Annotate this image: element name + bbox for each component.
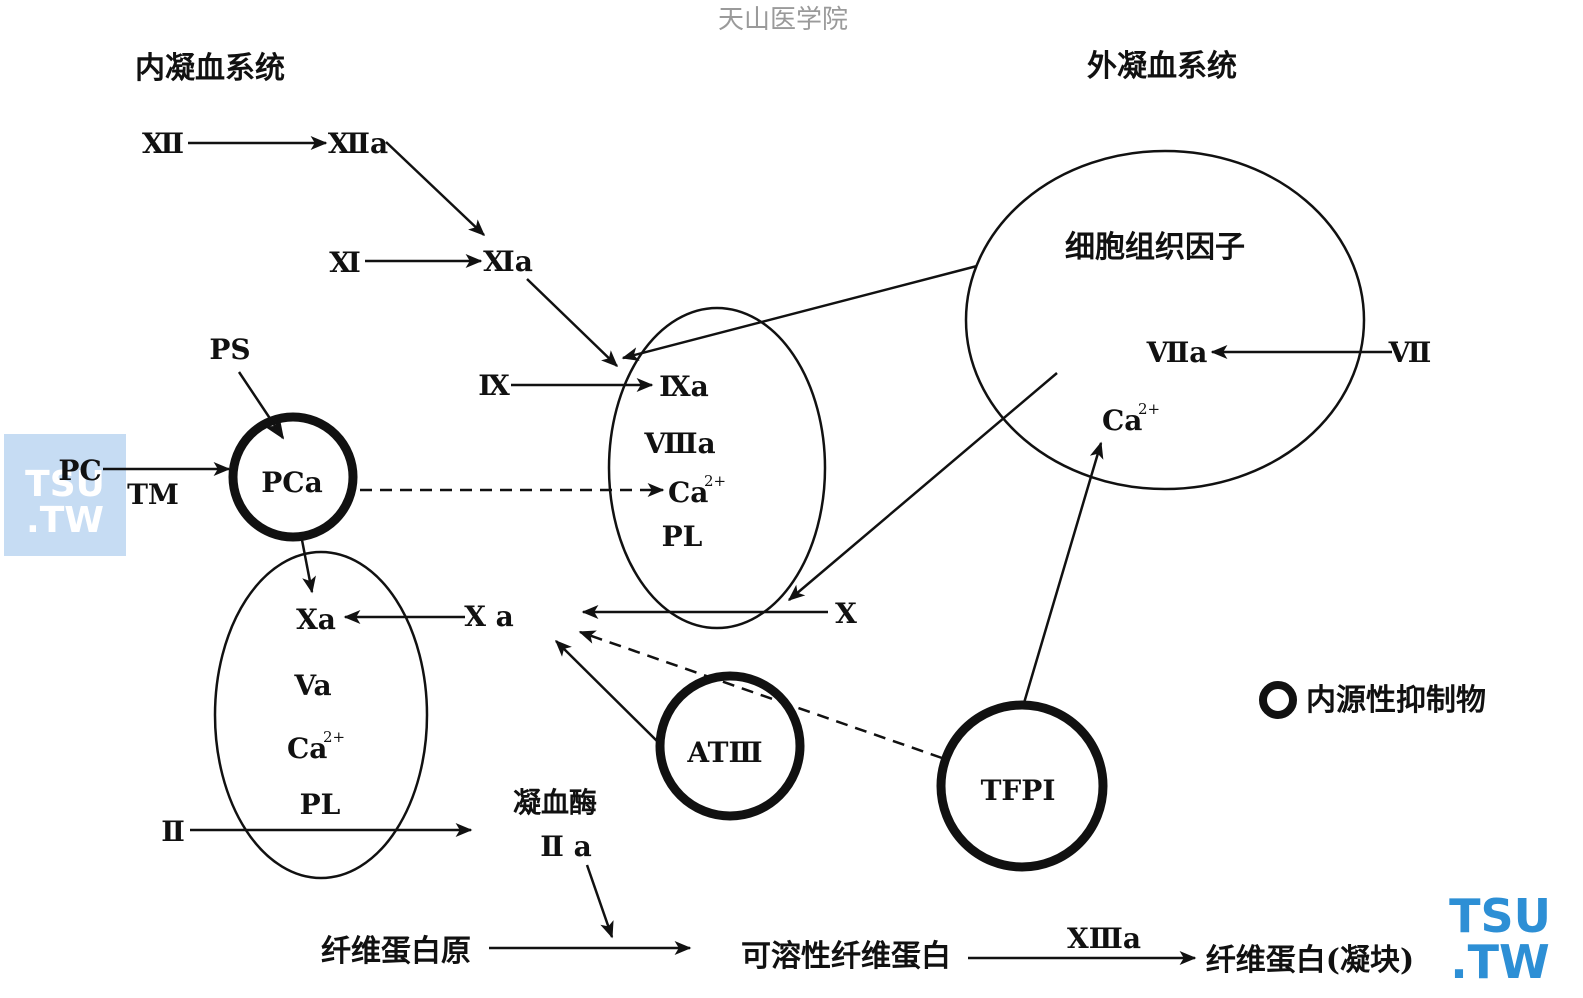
arrow-ps-to-pca <box>237 371 285 440</box>
arrow-tfpi-to-ca <box>1022 441 1104 704</box>
label-f11a: Ⅺa <box>483 245 533 278</box>
label-f7a: Ⅶa <box>1146 336 1208 369</box>
label-f12a: Ⅻa <box>328 127 388 160</box>
label-ca-tenase: Ca <box>668 476 708 509</box>
label-ca-tenase-sup: 2+ <box>704 472 726 490</box>
tfpi-ring <box>936 700 1108 872</box>
watermark-left-line1: TSU <box>25 464 105 505</box>
label-f11: Ⅺ <box>329 246 361 279</box>
watermark-box-left <box>4 434 126 556</box>
pca-ring <box>228 412 358 542</box>
label-pl-tenase: PL <box>662 520 703 553</box>
arrow-at3-to-x <box>555 640 659 743</box>
arrow-12a-to-11a <box>385 141 486 236</box>
label-f2a: Ⅱ a <box>540 830 592 863</box>
label-f9: Ⅸ <box>478 369 510 402</box>
arrow-7a-to-x <box>787 372 1058 601</box>
label-ca-extrinsic: Ca <box>1102 404 1142 437</box>
label-tfpi: TFPI <box>981 774 1056 807</box>
label-tm: TM <box>127 478 179 511</box>
ellipse-tenase <box>607 306 827 630</box>
label-f13a: ⅩⅢa <box>1067 922 1141 955</box>
label-pc: PC <box>58 454 101 487</box>
label-pca: PCa <box>261 466 322 499</box>
header-extrinsic: 外凝血系统 <box>1087 49 1237 84</box>
legend-label: 内源性抑制物 <box>1306 683 1486 718</box>
arrow-tf-to-tenase <box>621 264 978 361</box>
legend-ring <box>1259 681 1297 719</box>
arrow-2a-to-fibrinogen-path <box>585 864 614 939</box>
label-tissue-factor: 细胞组织因子 <box>1065 230 1245 265</box>
label-xa-inner: Xa <box>296 603 336 636</box>
watermark-top: 天山医学院 <box>718 5 848 35</box>
arrows <box>103 136 1392 965</box>
ellipse-tissue-factor <box>964 149 1366 491</box>
label-ca-prothrombinase-sup: 2+ <box>323 728 345 746</box>
label-thrombin: 凝血酶 <box>513 786 597 819</box>
label-soluble-fibrin: 可溶性纤维蛋白 <box>741 939 951 974</box>
label-fibrinogen: 纤维蛋白原 <box>321 934 471 969</box>
watermark-right-line2: .TW <box>1450 935 1550 989</box>
label-ps: PS <box>209 333 250 366</box>
arrow-11a-to-9a <box>526 278 619 367</box>
watermark-left-line2: .TW <box>26 500 104 541</box>
label-f8a: Ⅷa <box>643 427 715 460</box>
label-va: Va <box>293 669 331 702</box>
watermark-right-line1: TSU <box>1449 889 1551 943</box>
arrow-tfpi-to-x-dashed <box>578 630 943 760</box>
at3-ring <box>655 671 805 821</box>
label-ca-extrinsic-sup: 2+ <box>1138 400 1160 418</box>
ellipse-prothrombinase <box>213 550 429 880</box>
label-ca-prothrombinase: Ca <box>287 732 327 765</box>
label-x-right: X <box>835 597 857 630</box>
label-f2: Ⅱ <box>161 815 185 848</box>
label-xa-mid: X a <box>464 600 514 633</box>
label-f12: Ⅻ <box>142 127 184 160</box>
label-fibrin-clot: 纤维蛋白(凝块) <box>1206 943 1414 978</box>
header-intrinsic: 内凝血系统 <box>135 51 285 86</box>
arrow-pca-to-prothrombinase <box>300 539 316 594</box>
label-f7: Ⅶ <box>1388 336 1432 369</box>
label-f9a: Ⅸa <box>659 370 709 403</box>
label-pl-prothrombinase: PL <box>300 788 341 821</box>
label-at3: ATⅢ <box>686 736 762 769</box>
